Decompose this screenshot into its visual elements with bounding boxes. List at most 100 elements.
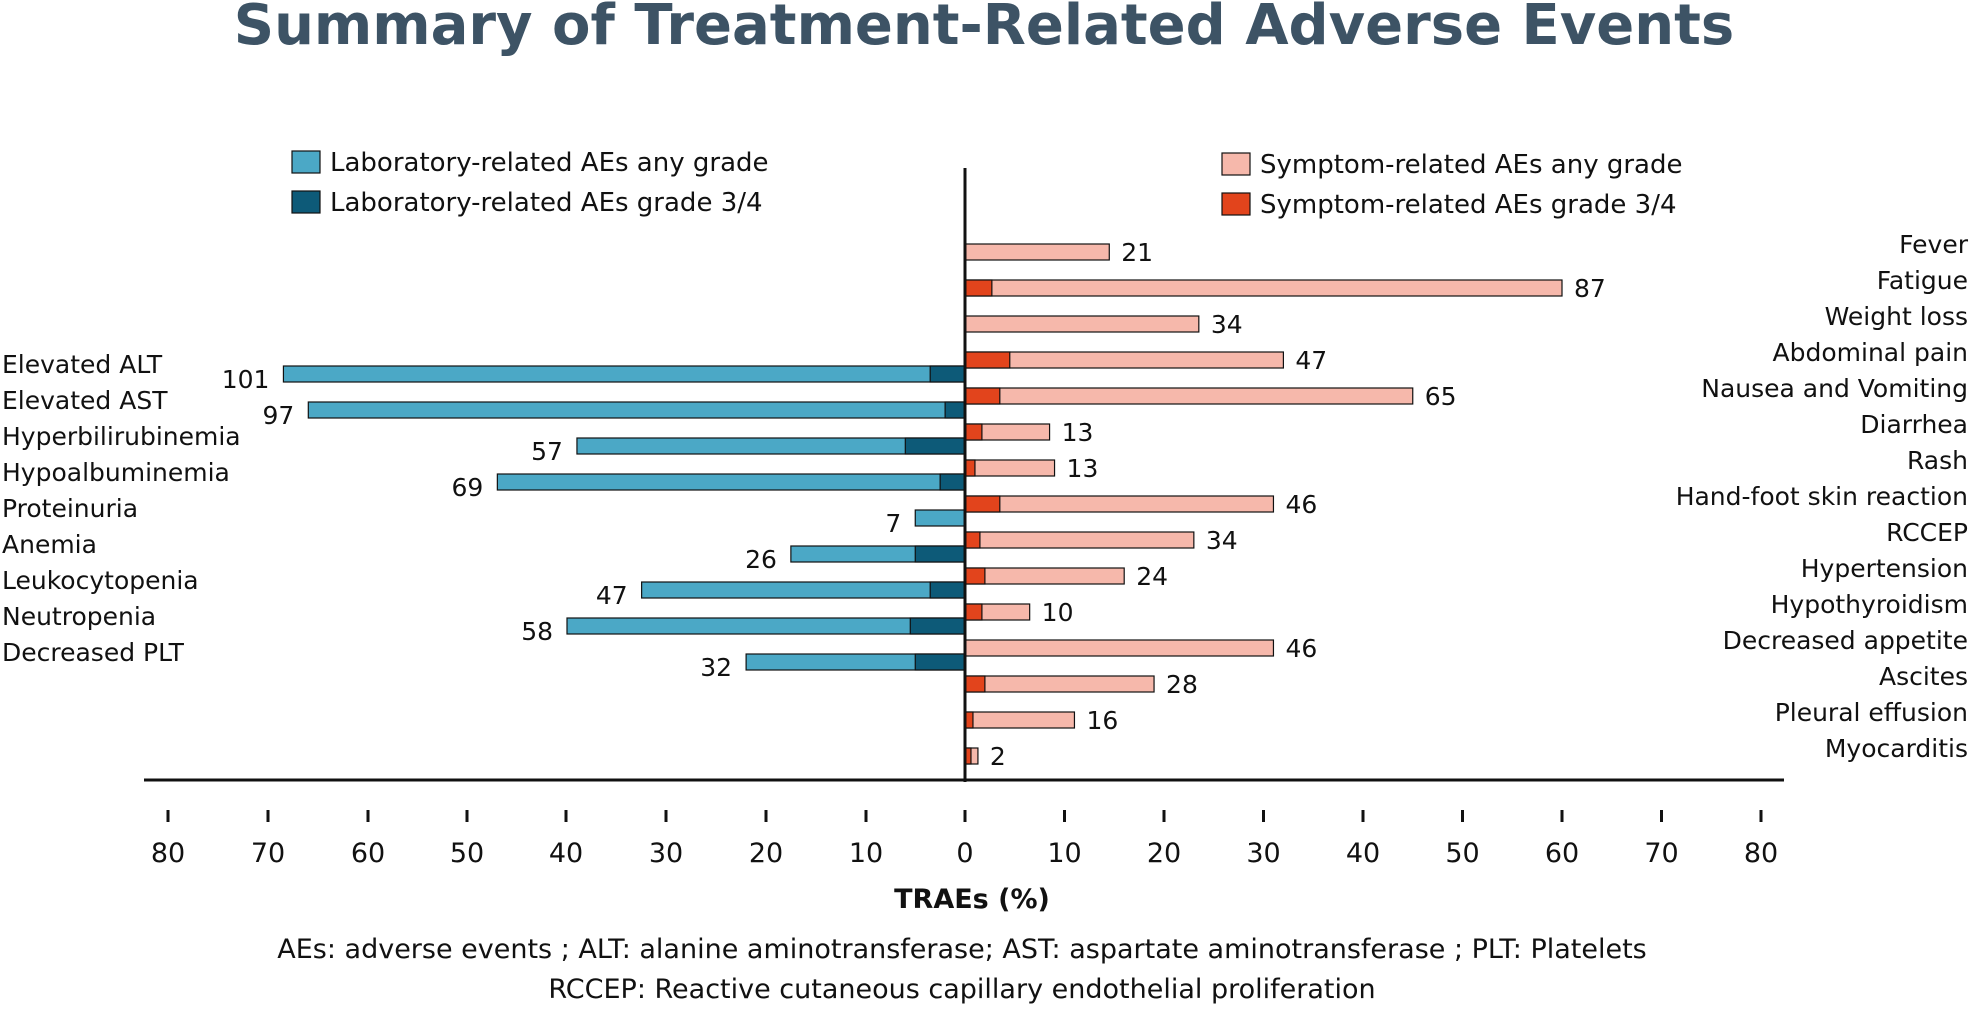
data-label-left: 32 (700, 653, 732, 682)
bar-any-right (964, 567, 1125, 585)
bar-any-right (964, 459, 1056, 477)
bar-grade34-left (909, 617, 966, 635)
bar-any-right (964, 495, 1275, 513)
bar-any-left (307, 401, 966, 419)
data-label-right: 16 (1086, 706, 1118, 735)
data-label-right: 34 (1211, 310, 1243, 339)
bar-grade34-left (944, 401, 966, 419)
bar-grade34-right (964, 567, 986, 585)
legend-left: Laboratory-related AEs any gradeLaborato… (291, 148, 769, 218)
category-label-left: Leukocytopenia (2, 566, 199, 595)
tick-label: 30 (1246, 838, 1280, 869)
data-label-left: 47 (596, 581, 628, 610)
bar-any-right (964, 711, 1076, 729)
data-label-right: 24 (1136, 562, 1168, 591)
bar-grade34-left (929, 365, 966, 383)
bar-grade34-right (964, 495, 1001, 513)
data-label-right: 46 (1285, 490, 1317, 519)
data-label-right: 2 (990, 742, 1006, 771)
bar-grade34-left (939, 473, 966, 491)
category-label-left: Anemia (2, 530, 97, 559)
data-label-left: 26 (745, 545, 777, 574)
data-label-left: 57 (531, 437, 563, 466)
data-label-right: 10 (1042, 598, 1074, 627)
category-label-right: Rash (1907, 446, 1968, 475)
tick-label: 30 (649, 838, 683, 869)
category-label-right: Pleural effusion (1775, 698, 1968, 727)
bar-any-right (964, 531, 1195, 549)
category-label-left: Neutropenia (2, 602, 156, 631)
category-label-right: Weight loss (1825, 302, 1968, 331)
data-label-right: 46 (1285, 634, 1317, 663)
tick-label: 80 (1744, 838, 1778, 869)
data-label-left: 7 (885, 509, 901, 538)
category-label-left: Hyperbilirubinemia (2, 422, 241, 451)
bar-any-left (914, 509, 966, 527)
data-label-right: 34 (1206, 526, 1238, 555)
bar-grade34-right (964, 423, 983, 441)
bar-any-right (964, 243, 1110, 261)
bar-grade34-right (964, 279, 993, 297)
tick-label: 70 (251, 838, 285, 869)
bar-grade34-left (904, 437, 966, 455)
category-label-right: Nausea and Vomiting (1701, 374, 1968, 403)
legend-right: Symptom-related AEs any gradeSymptom-rel… (1221, 150, 1682, 220)
data-label-right: 47 (1295, 346, 1327, 375)
tick-label: 40 (549, 838, 583, 869)
data-label-left: 101 (222, 365, 270, 394)
legend-swatch-right-2 (1221, 192, 1251, 216)
tick-label: 10 (849, 838, 883, 869)
category-label-right: Diarrhea (1860, 410, 1968, 439)
category-label-left: Decreased PLT (2, 638, 185, 667)
bar-any-right (964, 387, 1414, 405)
category-label-right: Hand-foot skin reaction (1676, 482, 1968, 511)
category-label-right: Decreased appetite (1723, 626, 1968, 655)
bar-grade34-right (964, 531, 981, 549)
tick-label: 70 (1644, 838, 1678, 869)
tick-label: 50 (450, 838, 484, 869)
legend-label-right-1: Symptom-related AEs any grade (1260, 150, 1682, 180)
x-axis-title: TRAEs (%) (894, 884, 1050, 915)
tick-label: 20 (1147, 838, 1181, 869)
data-label-right: 13 (1062, 418, 1094, 447)
bar-any-right (964, 279, 1563, 297)
category-label-left: Hypoalbuminemia (2, 458, 230, 487)
bar-grade34-right (964, 351, 1011, 369)
data-label-right: 21 (1121, 238, 1153, 267)
category-label-left: Elevated ALT (2, 350, 163, 379)
bar-any-left (641, 581, 966, 599)
tick-label: 20 (749, 838, 783, 869)
category-label-right: RCCEP (1886, 518, 1968, 547)
tick-label: 40 (1346, 838, 1380, 869)
category-label-right: Hypertension (1801, 554, 1968, 583)
footnote-line-1: AEs: adverse events ; ALT: alanine amino… (277, 934, 1647, 965)
bar-grade34-left (929, 581, 966, 599)
bar-any-right (964, 639, 1275, 657)
data-label-left: 69 (452, 473, 484, 502)
data-label-right: 13 (1067, 454, 1099, 483)
data-label-left: 58 (521, 617, 553, 646)
category-label-left: Proteinuria (2, 494, 138, 523)
category-label-right: Fever (1899, 230, 1969, 259)
bar-grade34-right (964, 675, 986, 693)
legend-label-left-2: Laboratory-related AEs grade 3/4 (330, 188, 763, 218)
legend-swatch-left-1 (291, 150, 321, 174)
bar-grade34-left (914, 545, 966, 563)
category-label-right: Myocarditis (1825, 734, 1968, 763)
tick-label: 60 (351, 838, 385, 869)
bar-any-left (496, 473, 966, 491)
chart-title: Summary of Treatment-Related Adverse Eve… (234, 0, 1735, 58)
data-label-right: 65 (1425, 382, 1457, 411)
legend-swatch-left-2 (291, 190, 321, 214)
bar-grade34-right (964, 387, 1001, 405)
tick-label: 80 (151, 838, 185, 869)
bar-any-right (964, 675, 1155, 693)
category-label-right: Ascites (1879, 662, 1968, 691)
legend-label-right-2: Symptom-related AEs grade 3/4 (1260, 190, 1677, 220)
bar-grade34-left (914, 653, 966, 671)
footnote-line-2: RCCEP: Reactive cutaneous capillary endo… (548, 974, 1375, 1005)
